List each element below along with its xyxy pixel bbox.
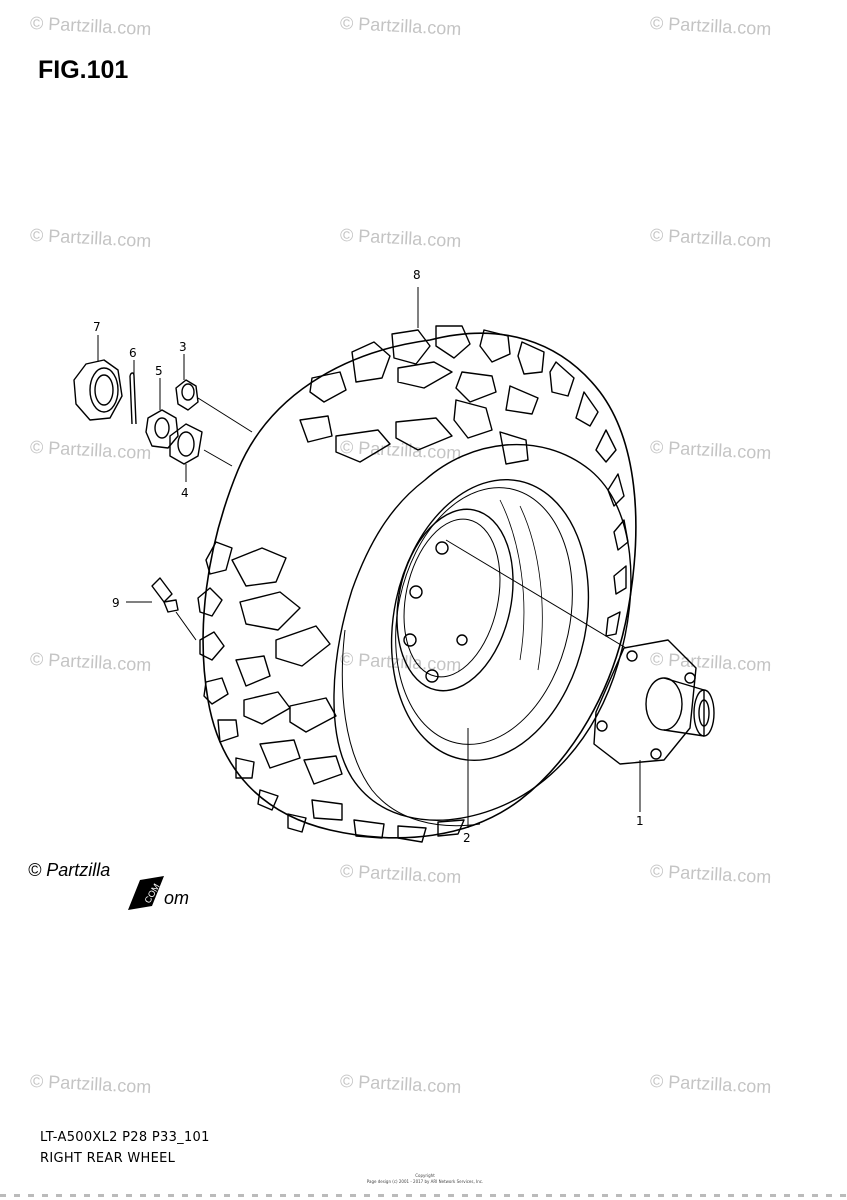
part-label-2[interactable]: 2 <box>463 831 471 845</box>
copyright-line: Page design (c) 2001 - 2017 by ARI Netwo… <box>366 1179 484 1184</box>
partzilla-logo: © Partzilla COM om <box>28 858 190 918</box>
figure-title: FIG.101 <box>38 56 129 84</box>
part-label-9[interactable]: 9 <box>112 596 120 610</box>
hub-drawing[interactable] <box>593 639 715 765</box>
logo-badge-icon: COM <box>128 876 164 910</box>
nut-drawing[interactable] <box>175 379 199 411</box>
tire-drawing[interactable] <box>197 325 637 843</box>
cap-drawing[interactable] <box>73 359 123 421</box>
bottom-dashed-border <box>0 1194 847 1197</box>
part-label-4[interactable]: 4 <box>181 486 189 500</box>
logo-suffix: om <box>164 888 190 908</box>
copyright-line: Copyright <box>415 1173 435 1178</box>
part-label-1[interactable]: 1 <box>636 814 644 828</box>
valve-drawing[interactable] <box>151 577 179 613</box>
part-label-6[interactable]: 6 <box>129 346 137 360</box>
washer-drawing[interactable] <box>145 409 179 449</box>
part-label-3[interactable]: 3 <box>179 340 187 354</box>
part-label-7[interactable]: 7 <box>93 320 101 334</box>
washer-drawing[interactable] <box>169 423 203 465</box>
cotter-pin-drawing[interactable] <box>129 372 137 425</box>
part-label-8[interactable]: 8 <box>413 268 421 282</box>
figure-caption: RIGHT REAR WHEEL <box>40 1151 176 1166</box>
part-label-5[interactable]: 5 <box>155 364 163 378</box>
leader-lines <box>97 287 641 828</box>
rim-drawing[interactable] <box>367 461 614 779</box>
logo-text: © Partzilla <box>28 860 111 880</box>
model-code: LT-A500XL2 P28 P33_101 <box>40 1130 210 1145</box>
